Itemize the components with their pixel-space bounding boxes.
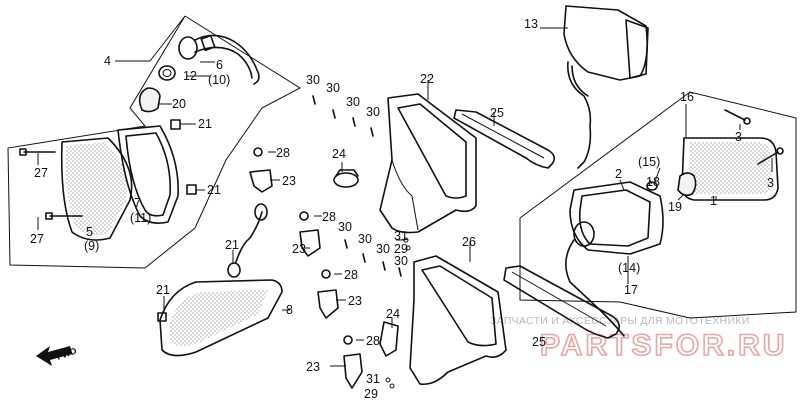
front-lens-part bbox=[60, 137, 133, 241]
callout-label: 13 bbox=[524, 17, 538, 31]
callout-label: 23 bbox=[282, 174, 296, 188]
small-screw-part bbox=[312, 95, 411, 389]
fwd-label: FWD bbox=[55, 345, 78, 362]
callout-label: 22 bbox=[420, 72, 434, 86]
callout-label: 12 bbox=[183, 69, 197, 83]
socket-harness-part bbox=[178, 34, 260, 85]
callout-label: 27 bbox=[34, 166, 48, 180]
callout-label: 28 bbox=[344, 268, 358, 282]
watermark-logo: PARTSFOR.RU bbox=[540, 329, 787, 362]
callout-label: 3 bbox=[735, 130, 742, 144]
callout-label: 21 bbox=[198, 117, 212, 131]
callout-label: 29 bbox=[364, 387, 378, 401]
rear-lens-part bbox=[681, 137, 779, 201]
callout-label: 21 bbox=[225, 238, 239, 252]
callout-label: 18 bbox=[646, 175, 660, 189]
callout-label: (14) bbox=[618, 261, 640, 275]
callout-label: 26 bbox=[462, 235, 476, 249]
taillight-part bbox=[563, 5, 649, 169]
bolt-part bbox=[253, 147, 353, 345]
callout-label: 6 bbox=[216, 58, 223, 72]
callout-label: 30 bbox=[358, 232, 372, 246]
callout-label: 27 bbox=[30, 232, 44, 246]
callout-label: 31 bbox=[394, 229, 408, 243]
callout-label: 30 bbox=[326, 81, 340, 95]
inner-panel-part bbox=[379, 93, 477, 234]
leader-lines bbox=[37, 15, 773, 367]
inner-panel-part bbox=[409, 255, 507, 386]
license-light-part bbox=[565, 181, 664, 337]
screw-part bbox=[19, 148, 83, 220]
callout-label: 23 bbox=[292, 242, 306, 256]
callout-label: 25 bbox=[532, 335, 546, 349]
callout-label: 19 bbox=[668, 200, 682, 214]
callout-label: 30 bbox=[306, 73, 320, 87]
callout-label: 20 bbox=[172, 97, 186, 111]
callout-label: 25 bbox=[490, 106, 504, 120]
screw-part bbox=[724, 109, 784, 165]
reflector-strip-part bbox=[453, 109, 556, 169]
clip-part bbox=[157, 312, 167, 322]
callout-label: 5 bbox=[86, 225, 93, 239]
callout-label: 16 bbox=[680, 90, 694, 104]
callout-label: 23 bbox=[348, 294, 362, 308]
callout-label: 4 bbox=[104, 54, 111, 68]
callout-label: 30 bbox=[338, 220, 352, 234]
front-turn-signal-group-outline bbox=[7, 15, 302, 269]
callout-label: 30 bbox=[346, 95, 360, 109]
callout-label: 21 bbox=[156, 283, 170, 297]
callout-label: 30 bbox=[366, 105, 380, 119]
callout-label: 1 bbox=[710, 194, 717, 208]
callout-label: (10) bbox=[208, 73, 230, 87]
callout-label: 30 bbox=[376, 242, 390, 256]
clip-part bbox=[186, 184, 197, 195]
bulb-part bbox=[138, 87, 161, 113]
bracket-part bbox=[249, 169, 363, 389]
callout-label: 28 bbox=[322, 210, 336, 224]
callout-label: 2 bbox=[615, 167, 622, 181]
callout-label: 28 bbox=[276, 146, 290, 160]
callout-label: (15) bbox=[638, 155, 660, 169]
watermark-caption: ЗАПЧАСТИ И АКСЕССУАРЫ ДЛЯ МОТОТЕХНИКИ bbox=[490, 315, 750, 327]
callout-labels: 1 2 3 3 4 5 (9) 6 (10) 7 (11) 8 12 13 (1… bbox=[30, 17, 774, 401]
callout-label: 29 bbox=[394, 242, 408, 256]
callout-label: 24 bbox=[332, 147, 346, 161]
callout-label: 17 bbox=[624, 283, 638, 297]
callout-label: 3 bbox=[767, 176, 774, 190]
callout-label: 21 bbox=[207, 183, 221, 197]
callout-label: 31 bbox=[366, 372, 380, 386]
callout-label: 23 bbox=[306, 360, 320, 374]
side-reflector-part bbox=[159, 203, 283, 357]
callout-label: (9) bbox=[84, 239, 99, 253]
callout-label: 7 bbox=[134, 196, 141, 210]
clip-part bbox=[170, 119, 181, 130]
rubber-cap-part bbox=[333, 169, 399, 357]
callout-label: 30 bbox=[394, 254, 408, 268]
callout-label: 24 bbox=[386, 307, 400, 321]
callout-label: 8 bbox=[286, 303, 293, 317]
callout-label: 28 bbox=[366, 334, 380, 348]
reflector-strip-part bbox=[503, 265, 620, 339]
lens-gasket-part bbox=[117, 125, 179, 224]
ring-part bbox=[158, 65, 176, 81]
callout-label: (11) bbox=[130, 211, 151, 225]
forward-direction-arrow: FWD bbox=[36, 345, 78, 366]
rear-taillight-group-outline bbox=[519, 91, 797, 319]
